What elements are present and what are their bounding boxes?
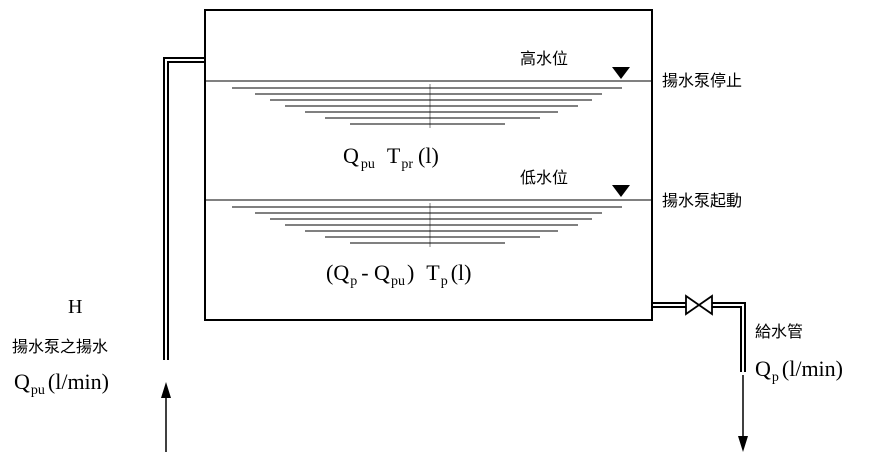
high-level-label: 高水位 xyxy=(520,49,568,68)
valve-icon xyxy=(685,294,713,316)
upper-water-hatch xyxy=(232,84,622,128)
lower-volume-formula: (Qp- Qpu)Tp(l) xyxy=(326,260,471,289)
outflow-rate-label: Qp(l/min) xyxy=(755,356,843,385)
inlet-pipe xyxy=(163,57,205,360)
supply-pipe-label: 給水管 xyxy=(755,322,803,341)
inflow-rate-label: Qpu(l/min) xyxy=(14,369,109,398)
low-level-label: 低水位 xyxy=(520,168,568,187)
high-level-triangle-icon xyxy=(612,67,630,79)
lower-water-hatch xyxy=(232,203,622,247)
pump-lift-label: 揚水泵之揚水 xyxy=(12,337,108,356)
pump-start-label: 揚水泵起動 xyxy=(662,191,742,210)
inflow-arrow-icon xyxy=(161,382,171,452)
head-label: H xyxy=(68,296,82,318)
tank-outline xyxy=(204,9,653,321)
pump-stop-label: 揚水泵停止 xyxy=(662,71,742,90)
outflow-arrow-icon xyxy=(738,375,748,452)
low-level-triangle-icon xyxy=(612,185,630,197)
outlet-pipe xyxy=(652,302,746,372)
